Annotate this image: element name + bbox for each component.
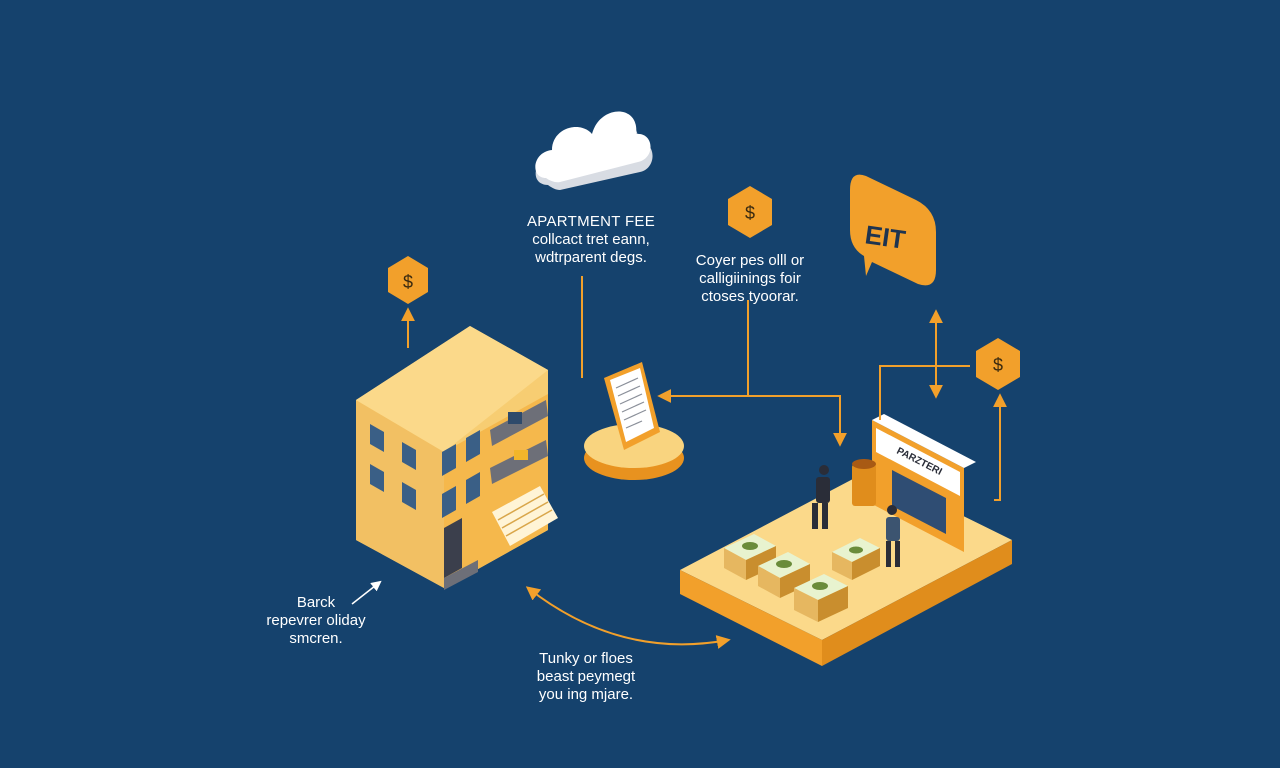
connectors [401, 276, 1007, 649]
dollar-icon [976, 338, 1020, 390]
arrow-icon [657, 300, 749, 403]
arrow-icon [993, 393, 1007, 501]
cash-stack [832, 538, 880, 580]
bank-line: repevrer oliday [266, 612, 366, 629]
arrow-icon [525, 586, 731, 649]
coyer-line: calligiinings foir [699, 270, 801, 287]
coyer-line: Coyer pes olll or [695, 252, 805, 269]
arrow-icon [748, 395, 847, 447]
cash-stack [794, 574, 848, 622]
tunky-line: beast peymegt [536, 668, 636, 685]
speech-bubble-text: EIT [863, 219, 907, 254]
dollar-icon [388, 256, 428, 304]
cash-stack [758, 552, 810, 598]
bank-line: smcren. [289, 630, 343, 647]
coyer-line: ctoses tyoorar. [701, 288, 799, 305]
apartment-fee-line: collcact tret eann, [532, 231, 650, 248]
document-icon [584, 362, 684, 480]
dollar-icon [728, 186, 772, 238]
bank-label: Barck repevrer oliday smcren. [256, 594, 376, 648]
tunky-label: Tunky or floes beast peymegt you ing mja… [522, 650, 650, 704]
cloud-icon [535, 111, 653, 190]
apartment-fee-title: APARTMENT FEE [526, 213, 656, 230]
speech-bubble-icon [850, 174, 936, 286]
dollar-symbol: $ [403, 272, 413, 292]
apartment-fee-line: wdtrparent degs. [535, 249, 647, 266]
connector-line [879, 365, 970, 420]
dollar-symbol: $ [993, 355, 1003, 375]
dollar-symbol: $ [745, 203, 755, 223]
apartment-building [356, 326, 558, 590]
arrow-icon [351, 580, 382, 605]
cash-stack [724, 534, 776, 580]
tunky-line: Tunky or floes [539, 650, 633, 667]
marketplace-platform [680, 414, 1012, 666]
tunky-line: you ing mjare. [538, 686, 634, 703]
coyer-label: Coyer pes olll or calligiinings foir cto… [682, 252, 818, 306]
bank-line: Barck [296, 594, 336, 611]
apartment-fee-label: APARTMENT FEE collcact tret eann, wdtrpa… [520, 213, 662, 267]
